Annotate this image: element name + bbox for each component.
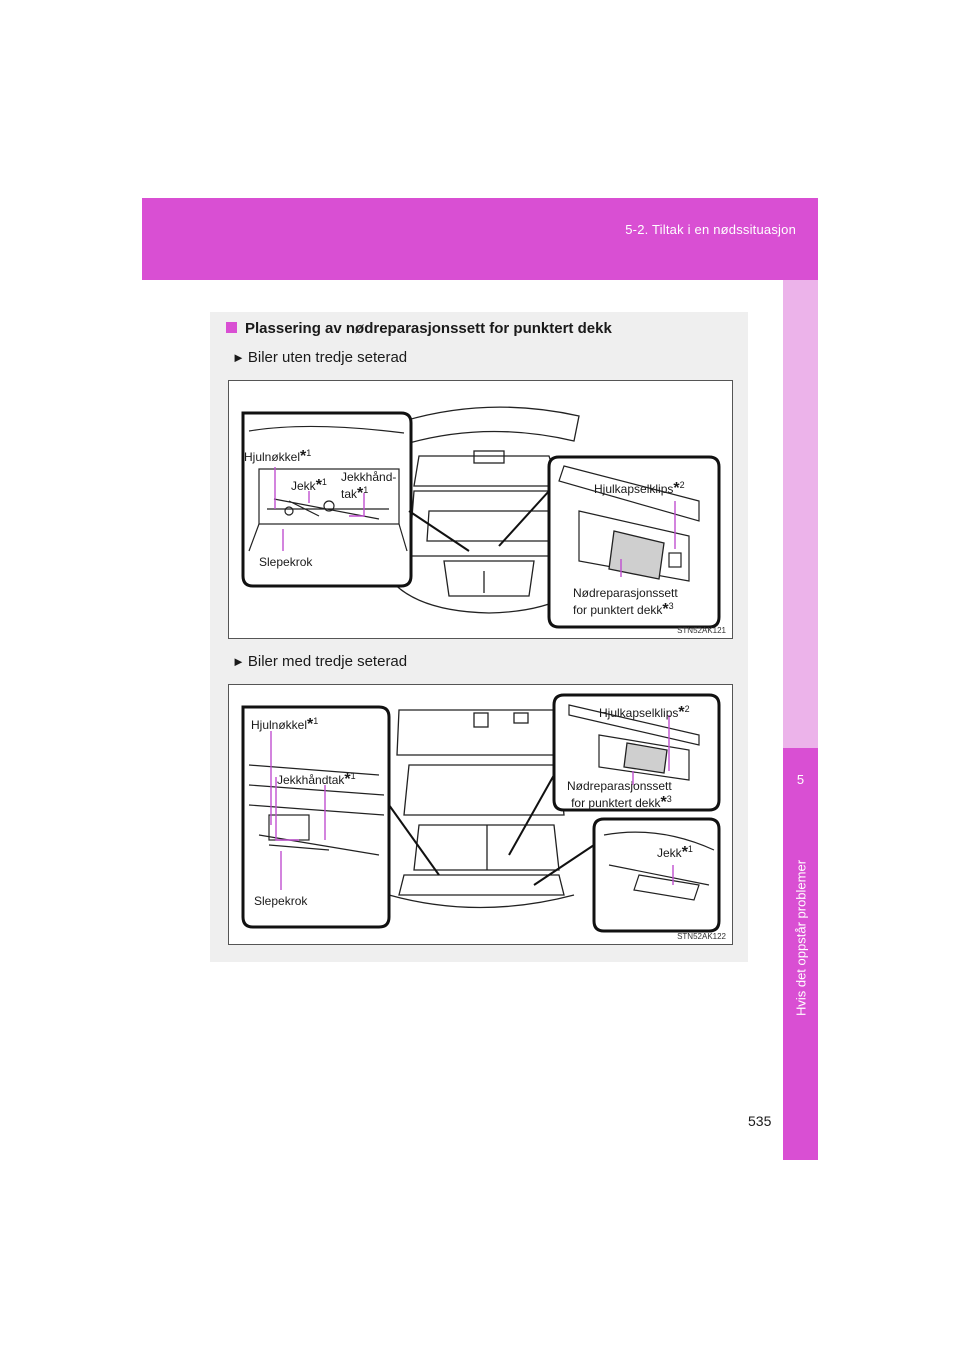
callout-hubcap-clip: Hjulkapselklips*2 [594,480,685,497]
callout-tow-hook: Slepekrok [254,894,308,908]
figure1-code: STN52AK121 [677,626,726,635]
callout-wheel-wrench: Hjulnøkkel*1 [251,716,319,733]
figure1-illustration [241,406,721,629]
page-number: 535 [748,1113,772,1129]
square-bullet-icon [226,322,237,333]
callout-tow-hook: Slepekrok [259,555,313,569]
callout-jack-handle: Jekkhånd-tak*1 [341,470,397,502]
callout-hubcap-clip: Hjulkapselklips*2 [599,704,690,721]
triangle-bullet-icon: ► [232,350,245,365]
figure2-code: STN52AK122 [677,932,726,941]
header-band: 5-2. Tiltak i en nødssituasjon [142,198,818,280]
figure-without-third-row: Hjulnøkkel*1 Jekk*1 Jekkhånd-tak*1 Slepe… [228,380,733,639]
callout-jack-handle: Jekkhåndtak*1 [277,771,356,788]
chapter-number: 5 [796,772,805,787]
figure-with-third-row: Hjulnøkkel*1 Jekkhåndtak*1 Slepekrok Hju… [228,684,733,945]
figure1-heading: ►Biler uten tredje seterad [232,349,408,366]
section-title: Plassering av nødreparasjonssett for pun… [226,320,612,337]
triangle-bullet-icon: ► [232,654,245,669]
callout-jack: Jekk*1 [657,844,693,861]
figure2-heading: ►Biler med tredje seterad [232,653,408,670]
callout-wheel-wrench: Hjulnøkkel*1 [244,448,312,465]
side-tab-upper [783,280,818,748]
chapter-tab[interactable]: 5 Hvis det oppstår problemer [783,748,818,1160]
running-header: 5-2. Tiltak i en nødssituasjon [625,222,796,237]
chapter-label: Hvis det oppstår problemer [793,859,808,1017]
callout-jack: Jekk*1 [291,477,327,494]
figure2-illustration [241,693,721,933]
